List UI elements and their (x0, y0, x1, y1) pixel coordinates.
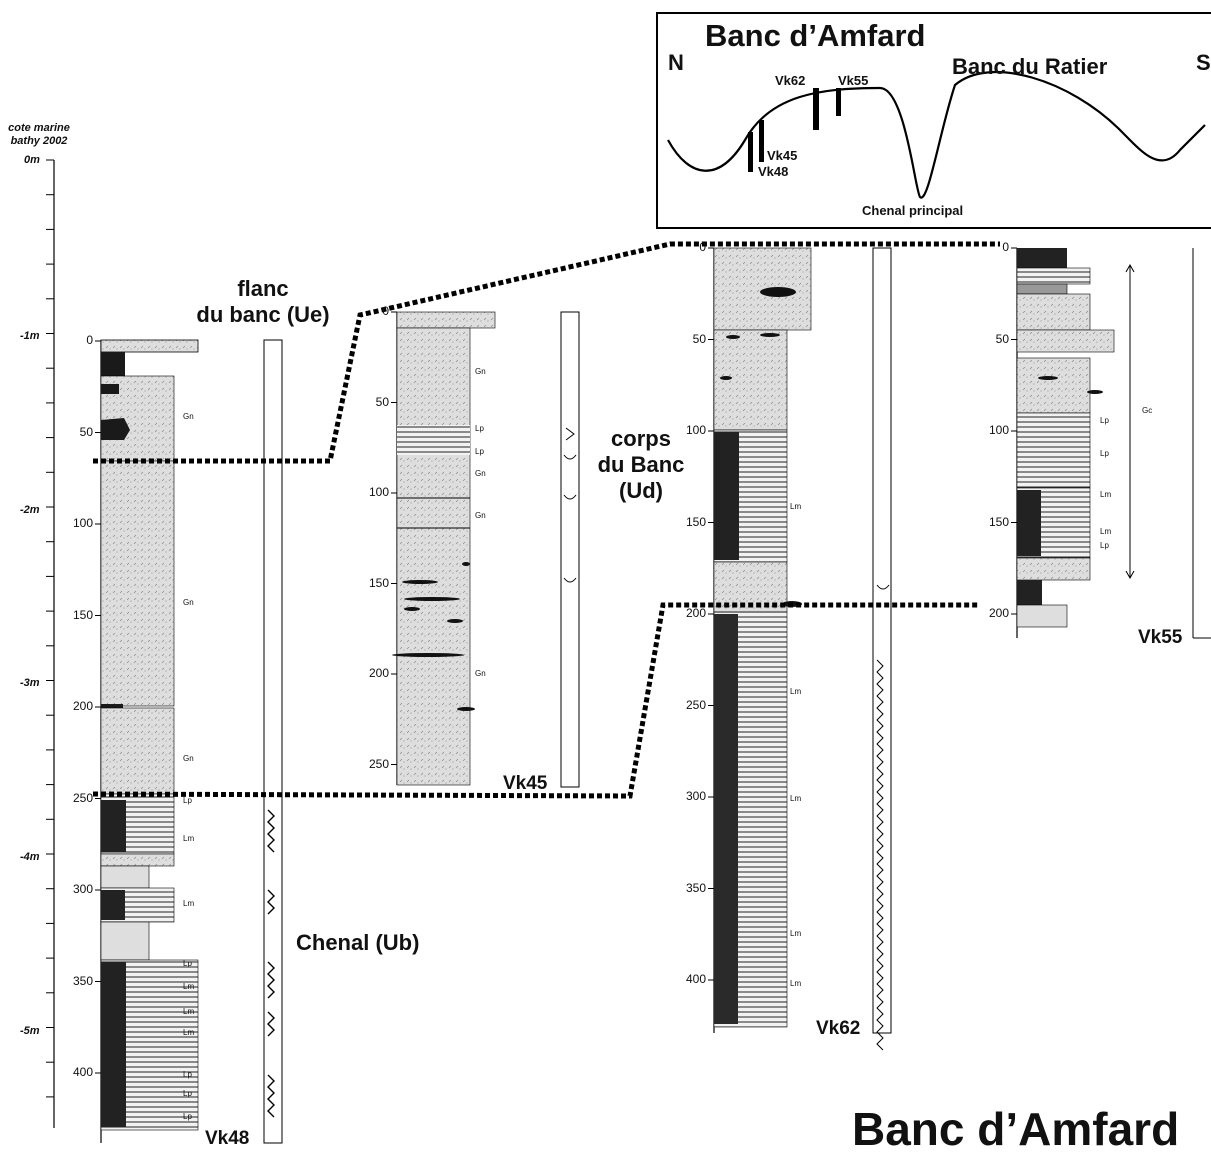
footer-title: Banc d’Amfard (852, 1103, 1180, 1155)
facies-label-vk55: Lp (1100, 449, 1109, 458)
facies-label-vk55: Lp (1100, 416, 1109, 425)
core-vk45 (391, 311, 580, 788)
unit-ue-line1: flanc (237, 276, 289, 301)
inset-north-label: N (668, 50, 684, 75)
scale-tick-0m: 0m (24, 154, 40, 166)
correlation-line-upper (93, 241, 1000, 464)
correlation-line-lower (92, 602, 980, 799)
scale-title-line1: cote marine (8, 122, 70, 134)
inset-vk55-label: Vk55 (838, 73, 869, 88)
depth-label-vk62: 200 (685, 606, 706, 620)
unit-ud-line1: corps (611, 426, 671, 451)
facies-label-vk45: Lp (475, 447, 484, 456)
depth-label-vk55: 150 (988, 514, 1009, 529)
depth-label-vk45: 100 (368, 485, 389, 499)
core-name-vk45: Vk45 (503, 773, 548, 794)
depth-label-vk62: 300 (685, 789, 706, 803)
unit-ue-label: flanc du banc (Ue) (188, 276, 338, 328)
depth-label-vk48: 300 (72, 882, 93, 896)
scale-title-line2: bathy 2002 (10, 135, 68, 147)
unit-ub-label: Chenal (Ub) (296, 930, 420, 955)
scale-tick-4m: -4m (20, 851, 40, 863)
facies-label-vk48: Lp (183, 1089, 192, 1098)
inset-title: Banc d’Amfard (705, 18, 926, 53)
facies-label-vk48: Lm (183, 1007, 195, 1016)
inset-channel-label: Chenal principal (862, 203, 964, 218)
depth-label-vk62: 50 (692, 331, 706, 346)
facies-label-vk55: Lp (1100, 541, 1109, 550)
unit-ud-label: corps du Banc (Ud) (596, 426, 686, 504)
depth-label-vk45: 50 (375, 394, 389, 409)
depth-label-vk48: 250 (72, 790, 93, 805)
inset-profile (656, 12, 1211, 229)
depth-label-vk45: 150 (368, 575, 389, 590)
facies-label-vk62: Lm (790, 929, 802, 938)
depth-label-vk45: 0 (382, 304, 389, 318)
facies-label-vk48: Lp (183, 796, 192, 805)
inset-south-label: S (1196, 50, 1211, 75)
core-name-vk48: Vk48 (205, 1128, 250, 1149)
facies-label-vk62: Lm (790, 502, 802, 511)
depth-label-vk55: 50 (995, 331, 1009, 346)
correlation-lines (92, 241, 1000, 799)
depth-label-vk55: 200 (988, 606, 1009, 620)
facies-label-vk45: Gn (475, 511, 486, 520)
core-name-vk62: Vk62 (816, 1018, 861, 1039)
scale-tick-5m: -5m (20, 1025, 40, 1037)
unit-ue-line2: du banc (Ue) (196, 302, 330, 327)
depth-label-vk62: 150 (685, 514, 706, 529)
facies-label-vk48: Lm (183, 834, 195, 843)
facies-label-vk48: Lp (183, 1112, 192, 1121)
facies-label-vk48: Lp (183, 959, 192, 968)
depth-label-vk62: 350 (685, 880, 706, 895)
facies-label-vk48: Gn (183, 412, 194, 421)
facies-label-vk45: Lp (475, 424, 484, 433)
scale-tick-3m: -3m (20, 677, 40, 689)
depth-label-vk62: 250 (685, 697, 706, 712)
depth-label-vk55: 0 (1002, 240, 1009, 254)
core-vk55 (1011, 247, 1211, 639)
depth-label-vk48: 350 (72, 973, 93, 988)
facies-label-vk48: Gn (183, 754, 194, 763)
depth-label-vk48: 50 (79, 424, 93, 439)
facies-label-vk48: Lp (183, 1070, 192, 1079)
facies-label-vk45: Gn (475, 367, 486, 376)
depth-label-vk48: 0 (86, 333, 93, 347)
facies-label-vk48: Lm (183, 1028, 195, 1037)
depth-label-vk48: 400 (72, 1065, 93, 1079)
depth-label-vk48: 150 (72, 607, 93, 622)
depth-label-vk62: 0 (699, 240, 706, 254)
inset-vk62-label: Vk62 (775, 73, 806, 88)
facies-label-vk55: Lm (1100, 527, 1112, 536)
scale-tick-1m: -1m (20, 330, 40, 342)
scale-tick-2m: -2m (20, 504, 40, 516)
facies-label-vk45: Gn (475, 669, 486, 678)
depth-label-vk48: 100 (72, 516, 93, 530)
core-vk48 (95, 339, 283, 1144)
facies-label-vk45: Gn (475, 469, 486, 478)
facies-label-vk62: Lm (790, 794, 802, 803)
depth-label-vk48: 200 (72, 699, 93, 713)
inset-vk45-label: Vk45 (767, 148, 798, 163)
depth-label-vk62: 400 (685, 972, 706, 986)
facies-label-vk62: Lm (790, 979, 802, 988)
scale-title: cote marine bathy 2002 (8, 122, 70, 148)
bathymetry-scale (46, 159, 55, 1128)
core-name-vk55: Vk55 (1138, 627, 1183, 648)
inset-vk48-label: Vk48 (758, 164, 789, 179)
facies-label-vk48: Gn (183, 598, 194, 607)
facies-label-vk48: Lm (183, 982, 195, 991)
depth-label-vk45: 200 (368, 666, 389, 680)
unit-ud-line2: du Banc (597, 452, 685, 477)
depth-label-vk45: 250 (368, 756, 389, 771)
facies-label-vk55: Gc (1142, 406, 1153, 415)
unit-ud-line3: (Ud) (619, 478, 663, 503)
facies-label-vk55: Lm (1100, 490, 1112, 499)
facies-label-vk62: Lm (790, 687, 802, 696)
facies-label-vk48: Lm (183, 899, 195, 908)
inset-ratier-label: Banc du Ratier (952, 54, 1108, 79)
depth-label-vk62: 100 (685, 423, 706, 437)
depth-label-vk55: 100 (988, 423, 1009, 437)
